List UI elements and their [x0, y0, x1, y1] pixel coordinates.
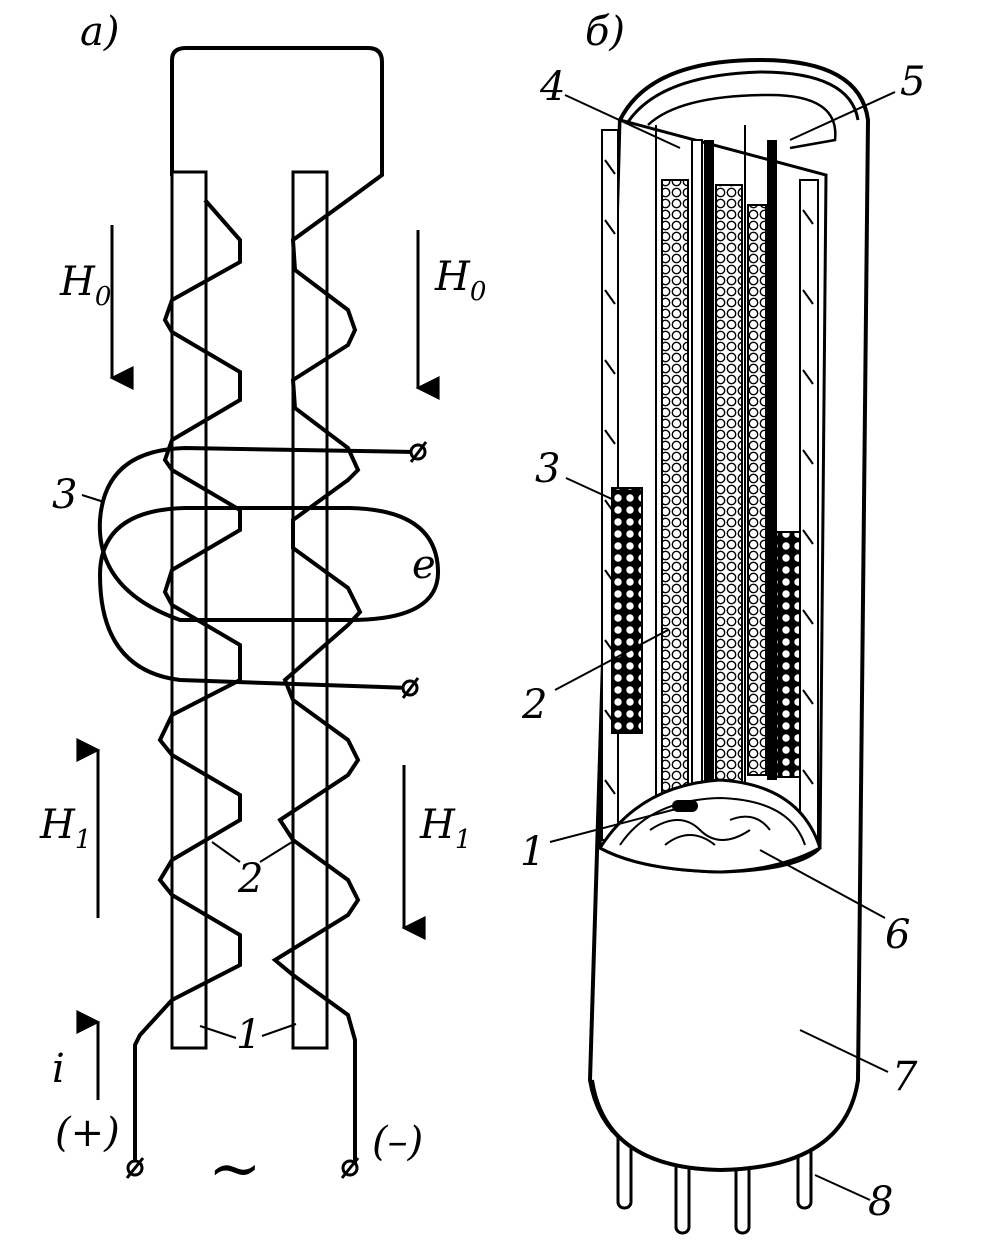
pickup-terminal-bottom	[401, 677, 420, 699]
callout-b-2-leader	[554, 629, 669, 691]
label-ac: ~	[208, 1132, 262, 1206]
label-e: e	[412, 542, 436, 588]
callout-2-leader-right	[259, 841, 293, 863]
callout-b-7: 7	[892, 1054, 918, 1100]
panel-a-title: а)	[80, 9, 119, 55]
core-left	[170, 170, 208, 1050]
section-bottom-inner	[619, 796, 806, 846]
label-H0-right: H0	[434, 254, 486, 307]
section-bottom-core	[672, 800, 698, 812]
pickup-winding	[97, 445, 441, 690]
callout-a-1: 1	[236, 1012, 261, 1058]
callout-1-leader-right	[261, 1023, 297, 1037]
section-bottom-face	[597, 778, 822, 874]
label-plus: (+)	[55, 1110, 120, 1156]
pickup-coil-block-right	[773, 531, 801, 778]
callout-b-2: 2	[521, 682, 547, 728]
label-minus: (–)	[372, 1119, 423, 1165]
callout-a-3: 3	[52, 472, 77, 518]
callout-b-1: 1	[520, 829, 545, 875]
pickup-terminal-top	[409, 441, 428, 463]
shield-right-wall-dashes	[802, 209, 814, 785]
section-bottom-swirls	[649, 815, 771, 846]
callout-b-6: 6	[885, 912, 910, 958]
winding-column-right	[747, 204, 767, 776]
callout-b-5: 5	[900, 59, 925, 105]
callout-b-4: 4	[539, 64, 565, 110]
callout-b-8-leader	[814, 1174, 871, 1201]
winding-column-middle	[715, 184, 743, 811]
callout-3-leader	[81, 494, 105, 503]
housing-base	[590, 1079, 860, 1173]
top-connecting-wire	[170, 46, 384, 202]
panel-a: а)	[39, 9, 486, 1206]
pickup-coil-block-left	[611, 487, 643, 734]
shield-right-wall	[799, 179, 819, 841]
callout-a-2: 2	[237, 856, 263, 902]
top-cap-ring	[626, 70, 860, 123]
connector-pins	[616, 1128, 813, 1235]
callout-b-4-leader	[564, 94, 681, 149]
excitation-terminal-minus	[340, 1157, 360, 1179]
callout-1-leader-left	[199, 1025, 237, 1039]
callout-b-3: 3	[535, 446, 560, 492]
callout-b-8: 8	[868, 1179, 893, 1225]
core-strip-dark	[704, 140, 714, 790]
label-H0-left: H0	[59, 259, 111, 312]
core-strip-right	[767, 140, 777, 780]
label-H1-right: H1	[419, 802, 471, 855]
shield-left-wall-dashes	[604, 159, 616, 795]
core-right	[291, 170, 329, 1050]
excitation-winding-left	[133, 198, 242, 1165]
panel-b-title: б)	[585, 9, 625, 55]
callout-2-leader-left	[211, 841, 241, 863]
panel-b: б)	[520, 9, 925, 1235]
callout-b-1-leader	[549, 807, 681, 843]
core-strip-left	[691, 139, 703, 801]
label-H1-left: H1	[39, 802, 91, 855]
excitation-terminal-plus	[125, 1157, 145, 1179]
excitation-winding-right	[271, 198, 363, 1165]
callout-b-6-leader	[759, 849, 886, 919]
callout-b-7-leader	[799, 1029, 889, 1073]
winding-column-left	[661, 179, 689, 803]
label-i: i	[52, 1046, 65, 1092]
callout-b-3-leader	[565, 477, 615, 501]
callout-b-5-leader	[789, 91, 896, 141]
